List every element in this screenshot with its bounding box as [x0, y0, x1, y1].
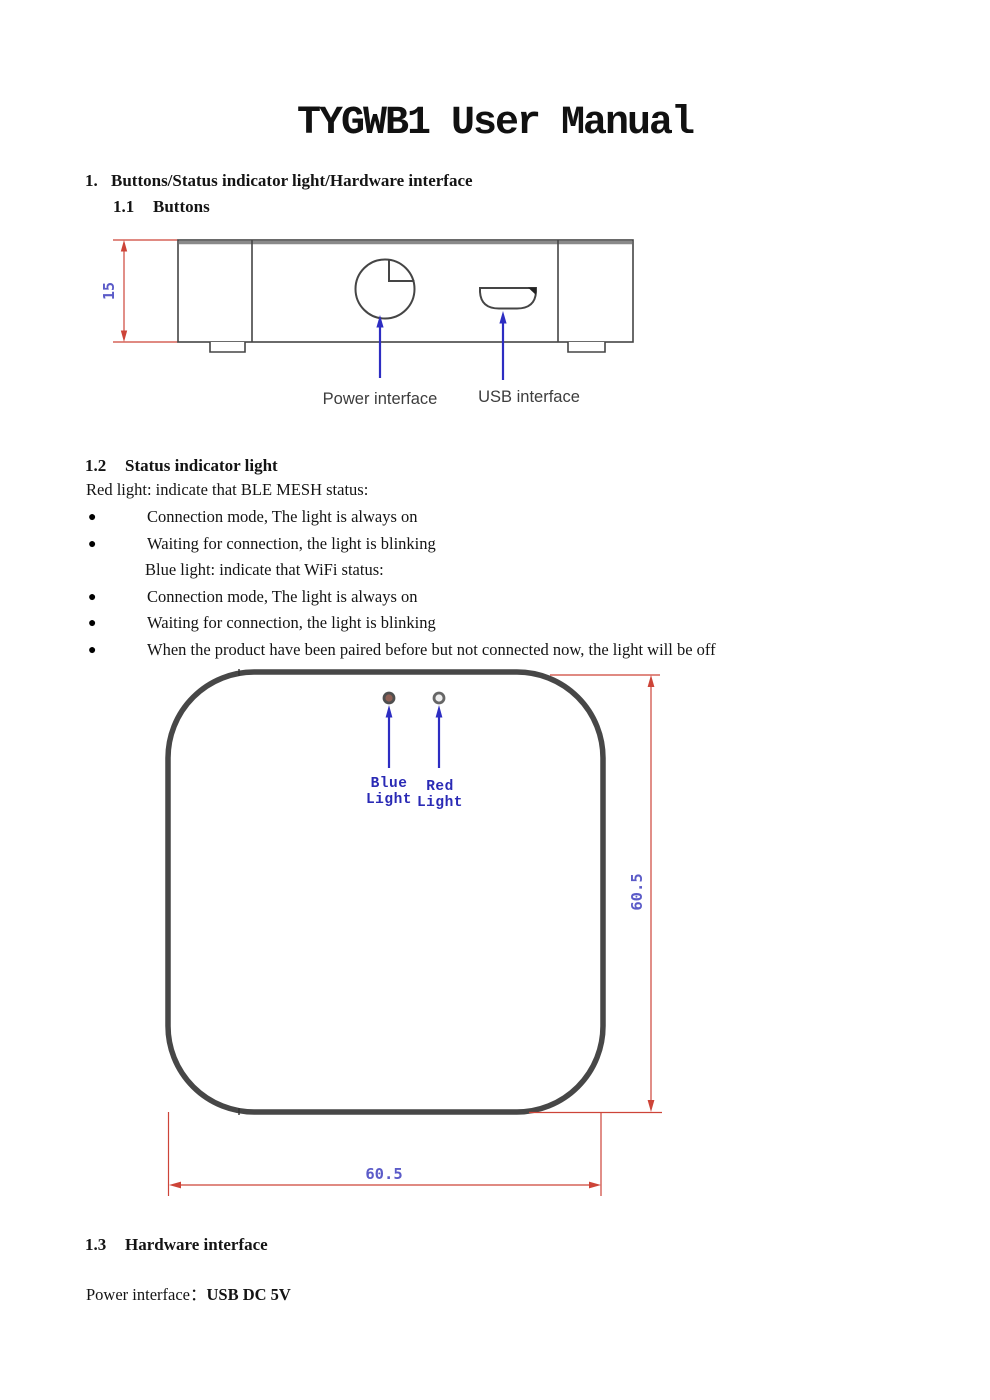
dim-arrow-up-icon [120, 240, 128, 252]
power-interface-line: Power interface：USB DC 5V [86, 1283, 291, 1307]
device-foot-left [209, 342, 246, 353]
power-interface-value: USB DC 5V [206, 1285, 291, 1304]
usb-connector-icon [479, 287, 537, 310]
red-light-intro: Red light: indicate that BLE MESH status… [86, 480, 369, 499]
section-1-number: 1. [85, 171, 98, 190]
bullet-icon: ● [88, 643, 97, 658]
section-1-1-number: 1.1 [113, 197, 135, 216]
blue-light-label: Blue Light [366, 776, 412, 808]
svg-text:Light: Light [417, 795, 463, 811]
dim-arrow-left-icon [169, 1181, 181, 1189]
dim-arrow-down-icon [120, 330, 128, 342]
list-item-text: Connection mode, The light is always on [147, 507, 418, 526]
section-1-1-title: Buttons [153, 197, 210, 216]
section-1-2-title: Status indicator light [125, 456, 278, 475]
section-1-3-number: 1.3 [85, 1235, 107, 1254]
front-height-dim-label: 15 [100, 282, 118, 300]
top-view-drawing: Blue Light Red Light 60.5 60.5 [165, 669, 662, 1196]
blue-light-dot [382, 691, 396, 705]
bullet-icon: ● [88, 537, 97, 552]
top-width-dim-label: 60.5 [365, 1165, 402, 1183]
list-item-text: Waiting for connection, the light is bli… [147, 534, 436, 553]
list-item-text: When the product have been paired before… [147, 640, 716, 659]
device-top-outline [165, 669, 606, 1115]
top-height-dim-label: 60.5 [628, 873, 646, 910]
top-height-dimension [529, 674, 662, 1114]
bullet-icon: ● [88, 616, 97, 631]
section-1-heading: 1. Buttons/Status indicator light/Hardwar… [85, 169, 473, 193]
bullet-icon: ● [88, 590, 97, 605]
section-1-3-heading: 1.3 Hardware interface [85, 1233, 268, 1257]
power-interface-key: Power interface： [86, 1285, 207, 1304]
blue-light-intro: Blue light: indicate that WiFi status: [145, 560, 384, 579]
red-light-label: Red Light [417, 779, 463, 811]
front-view-drawing: 15 Power interface USB interface [100, 239, 634, 408]
red-light-arrowhead-icon [435, 705, 443, 718]
power-arrowhead-icon [376, 315, 384, 328]
usb-notch [528, 287, 536, 295]
power-interface-label: Power interface [323, 390, 438, 408]
dim-arrow-down-icon [647, 1100, 655, 1112]
section-1-2-heading: 1.2 Status indicator light [85, 454, 278, 478]
section-1-3-title: Hardware interface [125, 1235, 268, 1254]
section-1-title: Buttons/Status indicator light/Hardware … [111, 171, 473, 190]
device-outline [177, 239, 634, 353]
top-width-dimension [167, 1112, 602, 1196]
section-1-1-heading: 1.1 Buttons [113, 195, 210, 219]
blue-light-arrowhead-icon [385, 705, 393, 718]
bullet-icon: ● [88, 510, 97, 525]
page-title: TYGWB1 User Manual [296, 101, 695, 146]
dim-arrow-up-icon [647, 675, 655, 687]
device-foot-right [567, 342, 606, 353]
front-height-dimension [113, 239, 178, 343]
svg-text:Blue: Blue [371, 776, 408, 792]
usb-interface-label: USB interface [478, 388, 580, 406]
svg-text:Light: Light [366, 792, 412, 808]
usb-arrowhead-icon [499, 311, 507, 324]
dim-arrow-right-icon [589, 1181, 601, 1189]
svg-text:Red: Red [426, 779, 454, 795]
section-1-2-number: 1.2 [85, 456, 107, 475]
list-item-text: Waiting for connection, the light is bli… [147, 613, 436, 632]
list-item-text: Connection mode, The light is always on [147, 587, 418, 606]
red-light-dot [432, 691, 446, 705]
power-connector-icon [354, 258, 416, 320]
